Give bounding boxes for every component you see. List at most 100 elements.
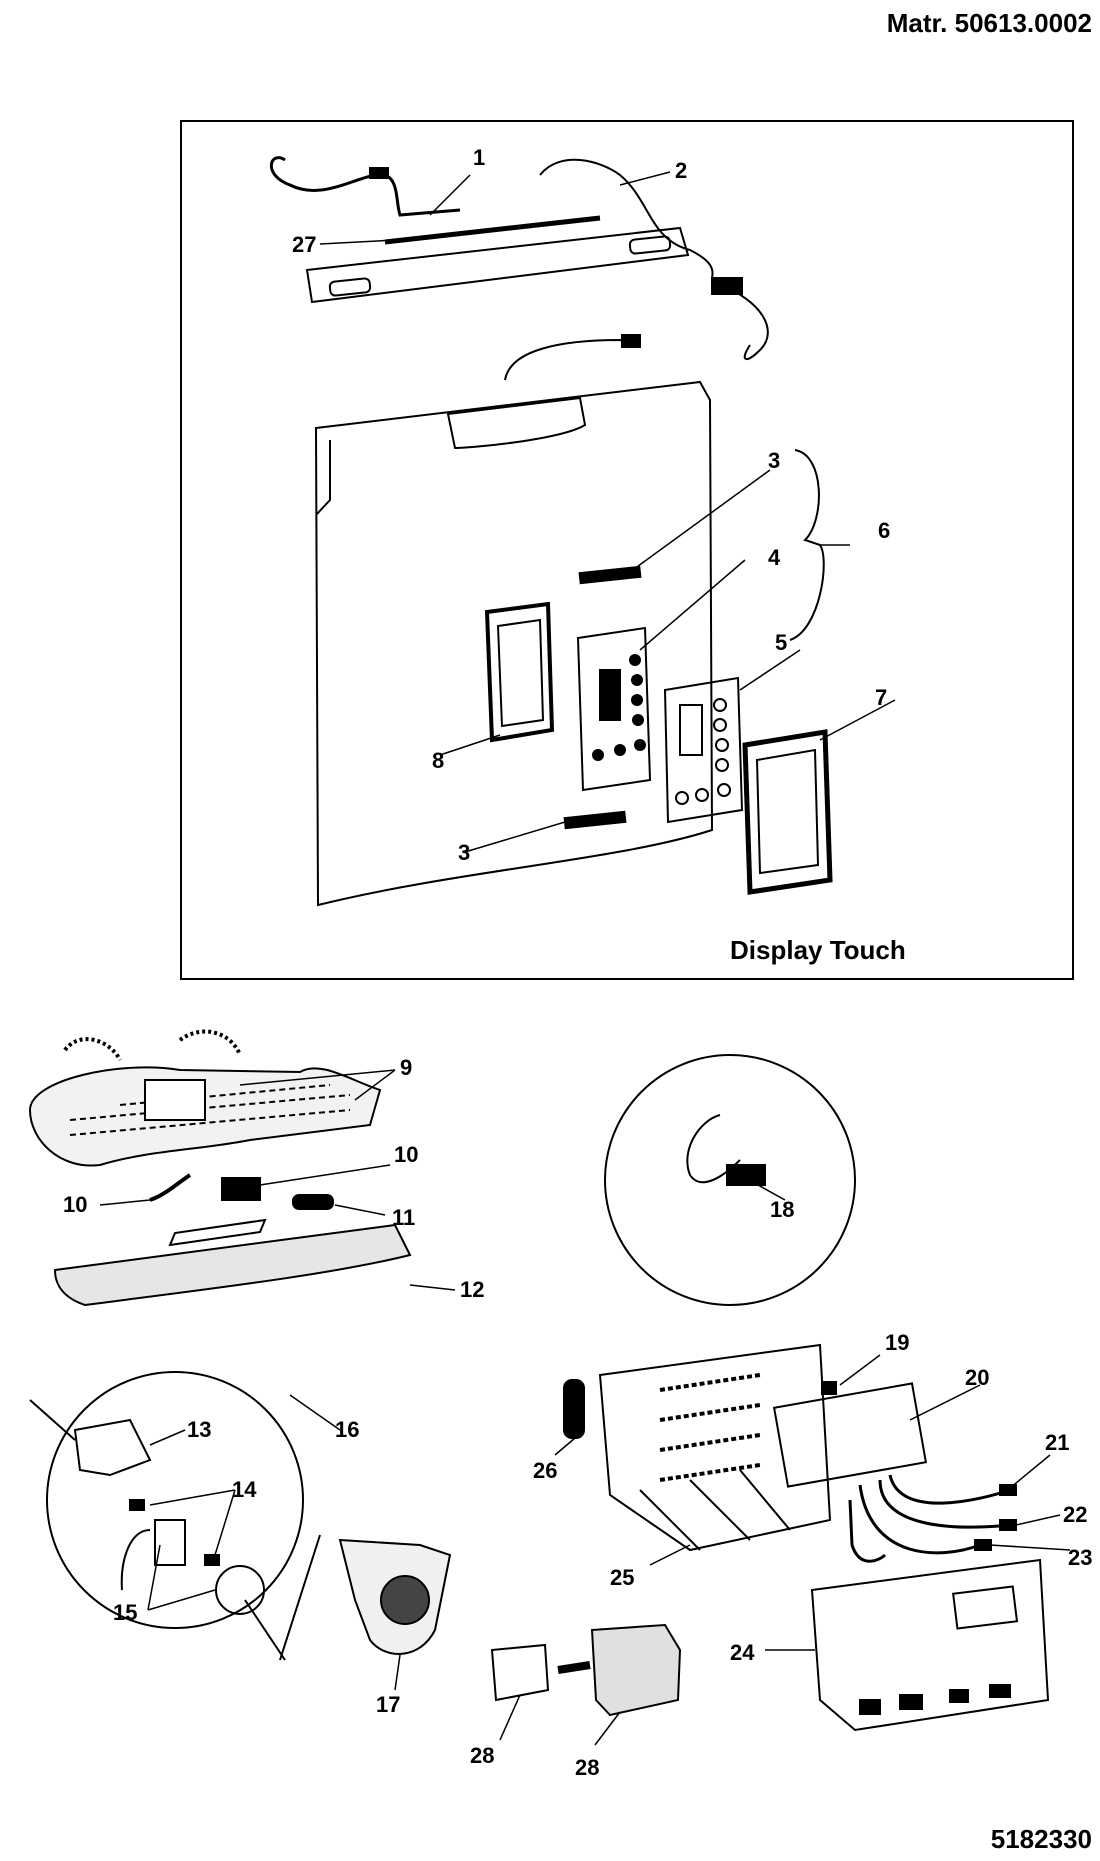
display-touch-caption: Display Touch	[730, 935, 906, 965]
bracket-28a	[490, 1643, 550, 1702]
wire-15	[120, 1529, 151, 1591]
callout-17: 17	[376, 1692, 400, 1717]
lamp-socket-10	[221, 1177, 261, 1201]
slot-row-27	[384, 215, 601, 245]
callout-16: 16	[335, 1417, 359, 1442]
main-board-24-components	[859, 1684, 1011, 1715]
connector-part-2	[711, 277, 743, 295]
lamp-cable-10	[149, 1173, 192, 1202]
fan-motor-block	[144, 1079, 206, 1121]
leader-lines-top	[319, 171, 896, 853]
connector-22	[999, 1519, 1017, 1531]
arrow-28	[557, 1661, 591, 1674]
wire-22	[878, 1479, 1011, 1529]
touch-membrane-5	[663, 676, 744, 824]
display-window-7-inner	[755, 748, 820, 875]
control-box-25	[598, 1343, 832, 1552]
callout-28-left: 28	[470, 1743, 494, 1768]
callout-24: 24	[730, 1640, 755, 1665]
callout-4: 4	[768, 545, 781, 570]
callout-25: 25	[610, 1565, 634, 1590]
membrane-keys-5	[675, 698, 731, 805]
light-strip-3-top	[578, 565, 642, 585]
callout-26: 26	[533, 1458, 557, 1483]
door-cable-connector	[621, 334, 641, 348]
connector-part-1	[369, 167, 389, 179]
wire-18	[686, 1114, 741, 1184]
material-number: Matr. 50613.0002	[886, 8, 1092, 38]
light-diffuser-12-top	[168, 1218, 267, 1247]
lamp-11	[292, 1194, 334, 1210]
sensor-19	[821, 1381, 837, 1395]
leader-18	[739, 1174, 786, 1201]
callout-7: 7	[875, 685, 887, 710]
main-board-24-chip	[952, 1585, 1019, 1630]
callout-19: 19	[885, 1330, 909, 1355]
callout-9: 9	[400, 1055, 412, 1080]
fan-air-outlet-left	[63, 1037, 122, 1062]
callout-1: 1	[473, 145, 485, 170]
detail-16-expand	[244, 1534, 321, 1661]
main-board-24	[810, 1558, 1050, 1732]
door-handle-recess	[446, 396, 587, 450]
handle-bar-27	[305, 226, 690, 304]
callout-12: 12	[460, 1277, 484, 1302]
power-board-20	[772, 1382, 928, 1488]
bracket-13	[73, 1418, 152, 1477]
display-window-7	[742, 729, 833, 895]
handle-slot-left	[328, 277, 372, 297]
light-diffuser-12	[53, 1223, 412, 1307]
detail-16-leader	[29, 1399, 76, 1441]
switch-18	[726, 1164, 766, 1186]
cable-part-1	[269, 156, 461, 217]
callout-11: 11	[392, 1205, 415, 1230]
callout-5: 5	[775, 630, 787, 655]
screw-14a	[129, 1499, 145, 1511]
screw-14b	[204, 1554, 220, 1566]
callout-3-bottom: 3	[458, 840, 470, 865]
control-box-25-grid	[659, 1373, 761, 1482]
wire-21	[888, 1474, 1011, 1505]
door-panel-inner-edge	[315, 440, 331, 516]
fan-hub-15	[215, 1565, 265, 1615]
callout-10-right: 10	[394, 1142, 418, 1167]
callout-27: 27	[292, 232, 316, 257]
wire-23	[858, 1484, 981, 1555]
callout-14: 14	[232, 1477, 257, 1502]
callout-8: 8	[432, 748, 444, 773]
door-cable	[504, 338, 641, 381]
detail-circle-18	[604, 1054, 856, 1306]
control-board-4	[576, 626, 652, 792]
control-box-25-ribs	[639, 1469, 791, 1551]
light-strip-3-bottom	[563, 810, 627, 830]
callout-21: 21	[1045, 1430, 1069, 1455]
leader-lines-lower-right	[499, 1354, 1071, 1746]
filter-26	[563, 1379, 585, 1439]
board-buttons-4	[592, 654, 646, 761]
callout-3-top: 3	[768, 448, 780, 473]
display-frame-8	[484, 601, 555, 743]
fan-housing-17-grill	[380, 1575, 430, 1625]
callout-15: 15	[113, 1600, 137, 1625]
callout-18: 18	[770, 1197, 794, 1222]
callout-6: 6	[878, 518, 890, 543]
leader-lines-lower-left	[147, 1394, 401, 1691]
callout-22: 22	[1063, 1502, 1087, 1527]
connector-23	[974, 1539, 992, 1551]
callout-28-right: 28	[575, 1755, 599, 1780]
callout-13: 13	[187, 1417, 211, 1442]
holder-15	[154, 1519, 186, 1566]
callout-10-left: 10	[63, 1192, 87, 1217]
cable-part-2	[539, 158, 769, 360]
assembly-brace-6	[789, 449, 825, 641]
wire-extra	[848, 1499, 887, 1563]
connector-21	[999, 1484, 1017, 1496]
display-frame-8-inner	[496, 618, 545, 728]
handle-slot-right	[628, 235, 672, 255]
door-panel	[314, 380, 714, 907]
leader-lines-mid-left	[99, 1069, 456, 1291]
callout-20: 20	[965, 1365, 989, 1390]
callout-23: 23	[1068, 1545, 1092, 1570]
drawing-number: 5182330	[990, 1824, 1092, 1854]
